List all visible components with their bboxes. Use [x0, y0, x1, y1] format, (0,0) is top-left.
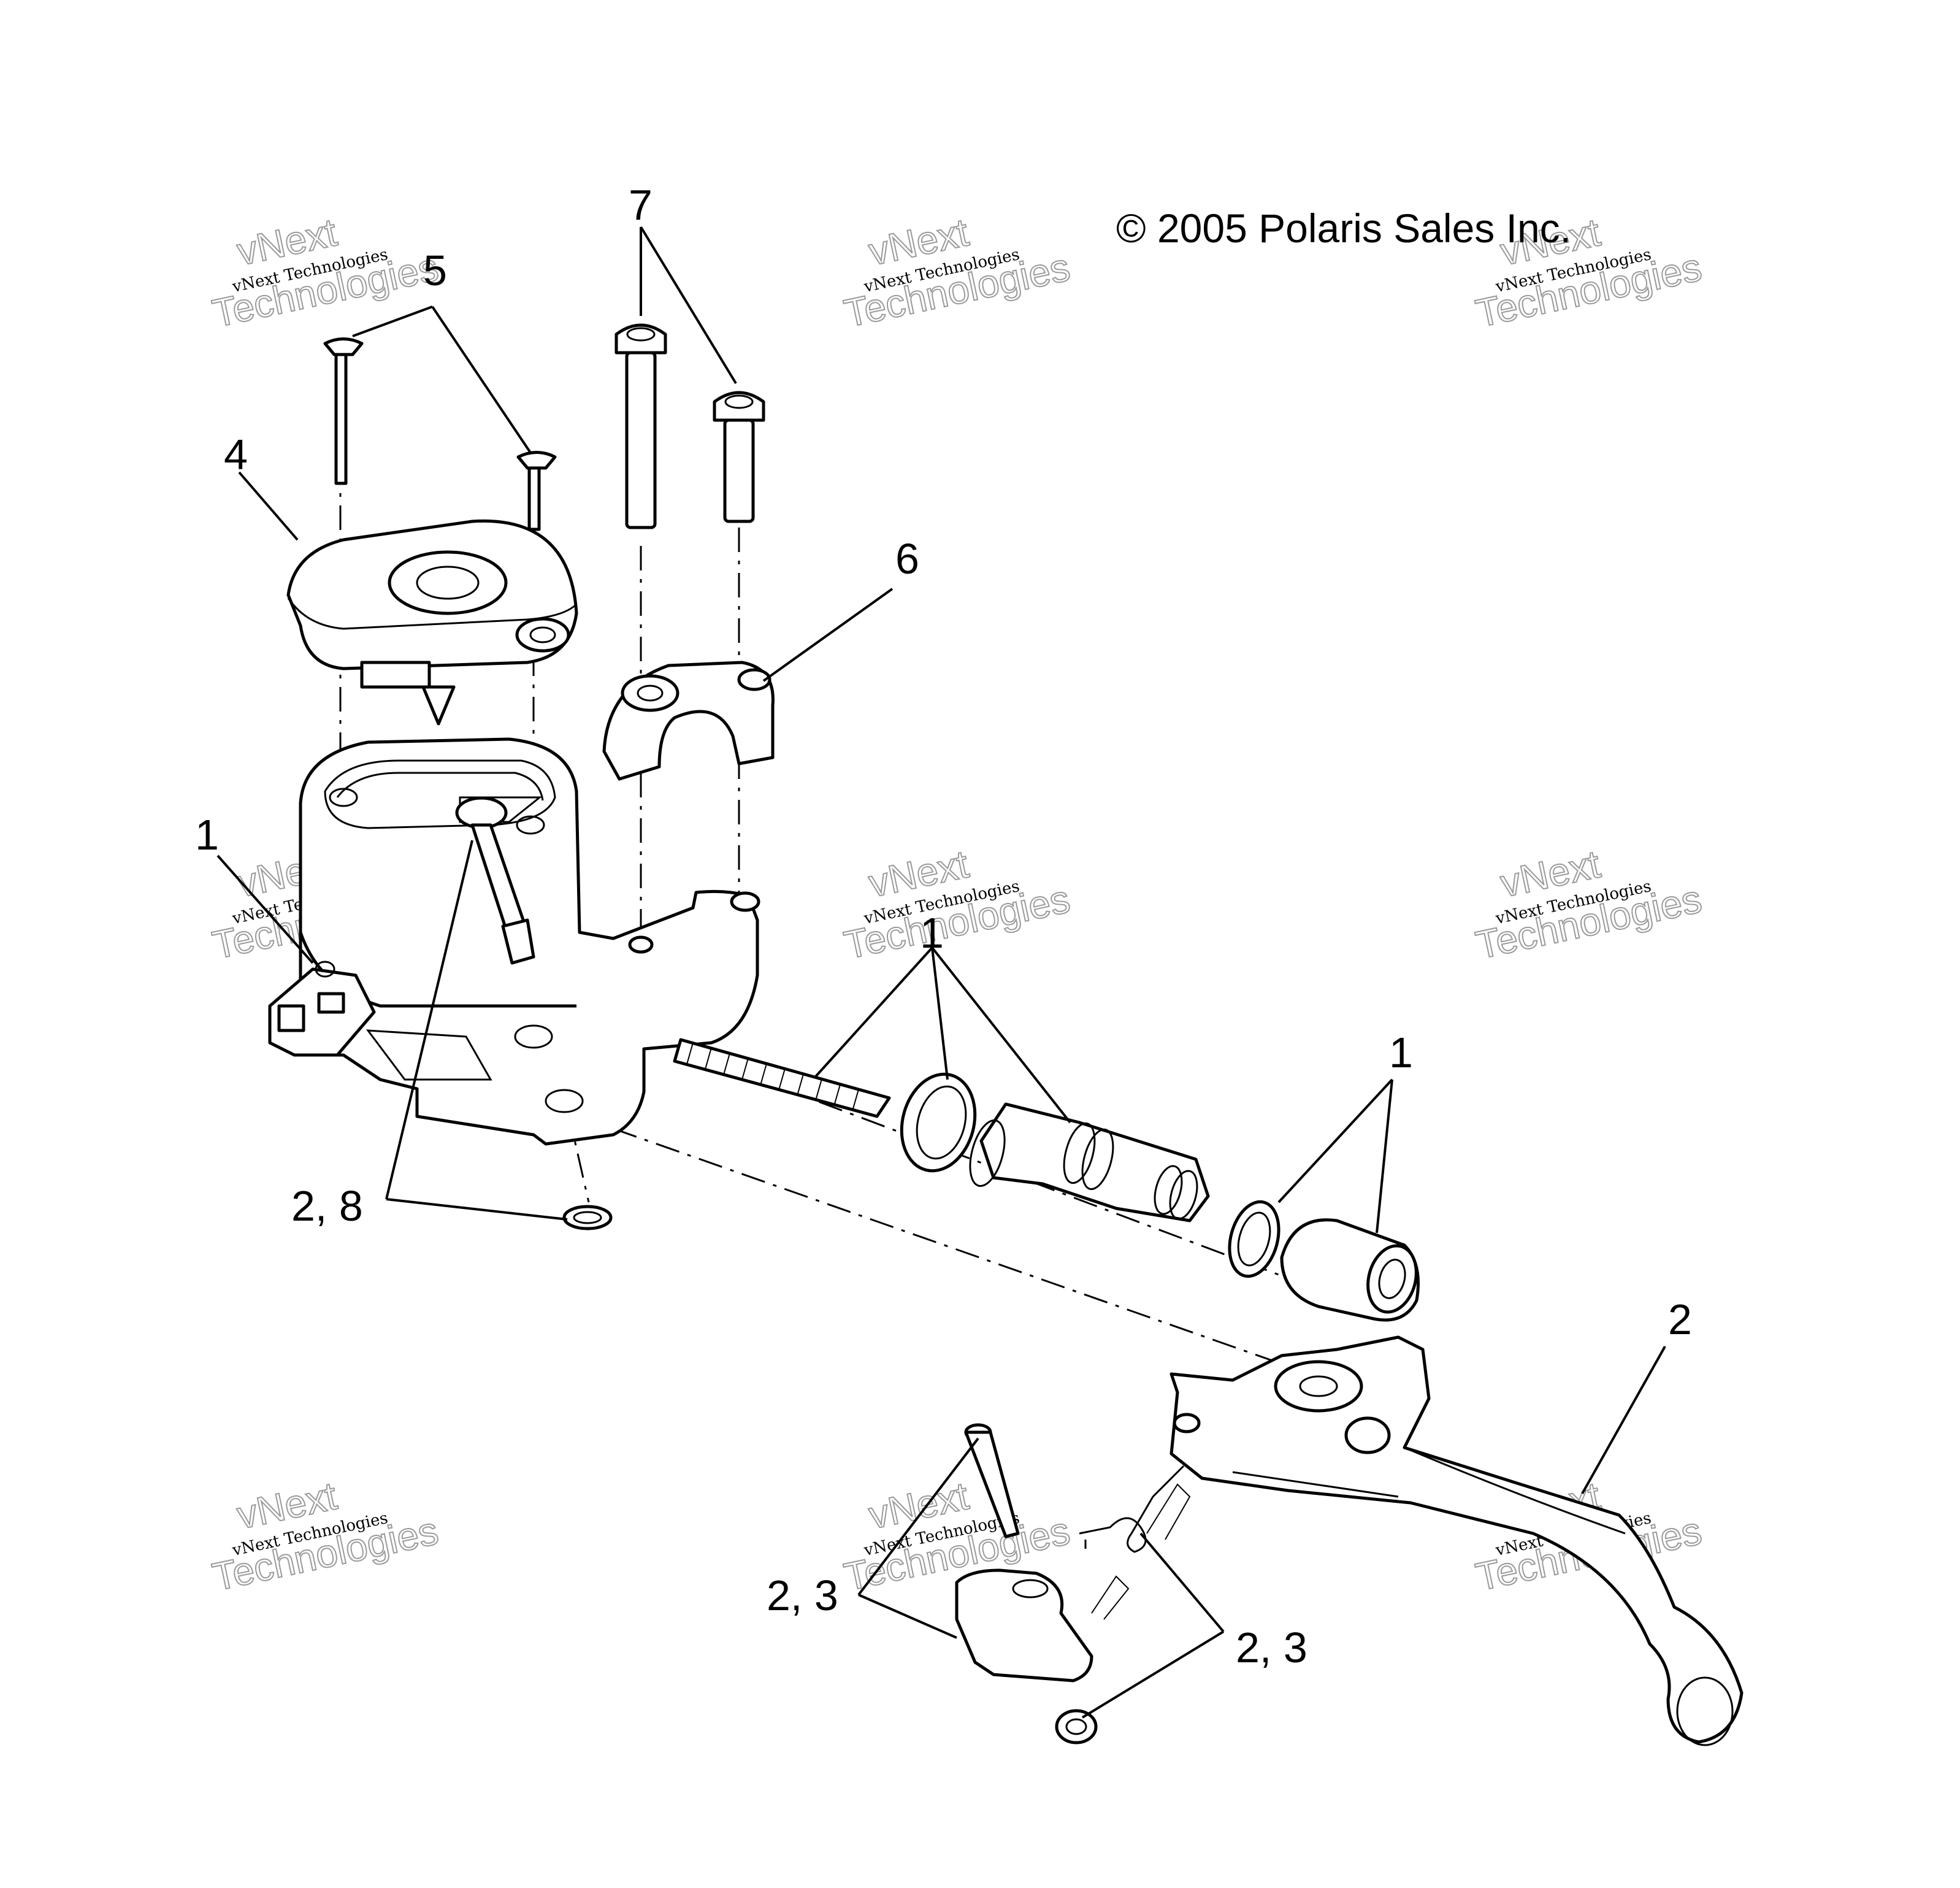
part-piston [969, 1102, 1210, 1222]
watermark: vNext vNext Technologies Technologies [208, 1473, 442, 1600]
callout-1-body: 1 [195, 811, 219, 859]
part-lever-hatch [1091, 1483, 1191, 1620]
part-circlip [562, 1205, 613, 1230]
part-bolt-left [614, 323, 667, 529]
leader-lines [216, 226, 1666, 1719]
part-nut [1055, 1709, 1098, 1744]
part-clamp [602, 661, 775, 781]
callout-7: 7 [629, 181, 653, 229]
watermark: vNext vNext Technologies Technologies [208, 209, 442, 336]
alignment-line-lever-axis [613, 1127, 1276, 1363]
part-adjuster-block [955, 1568, 1093, 1683]
callout-2-lever: 2 [1668, 1295, 1692, 1343]
callout-4: 4 [224, 431, 248, 478]
callout-1-piston-kit: 1 [920, 909, 944, 957]
part-torsion-spring [1079, 1465, 1185, 1553]
callout-1-boot: 1 [1389, 1029, 1413, 1076]
callouts: 5 7 4 6 1 1 1 2, 8 2 2, 3 2, 3 [195, 181, 1692, 1671]
part-seal-cup [900, 1072, 977, 1173]
watermark: vNext vNext Technologies Technologies [840, 841, 1074, 968]
callout-2-3-left: 2, 3 [767, 1571, 838, 1619]
callout-2-8: 2, 8 [291, 1182, 363, 1230]
copyright-notice: © 2005 Polaris Sales Inc. [1116, 205, 1571, 251]
part-bolt-right [713, 391, 765, 523]
part-screw-left [323, 337, 364, 485]
callout-2-3-right: 2, 3 [1236, 1624, 1307, 1671]
callout-6: 6 [895, 535, 919, 583]
watermark: vNext vNext Technologies Technologies [1471, 841, 1705, 968]
part-pivot-pin-upper [455, 796, 535, 965]
part-lever-pin [964, 1423, 1020, 1538]
callout-5: 5 [423, 247, 447, 294]
part-spring [673, 1038, 891, 1118]
part-boot [1280, 1218, 1420, 1322]
part-screw-right [516, 451, 557, 531]
watermark: vNext vNext Technologies Technologies [840, 209, 1074, 336]
part-washer [1228, 1200, 1281, 1278]
part-reservoir-cap [286, 519, 578, 726]
part-brake-lever [1169, 1335, 1744, 1746]
